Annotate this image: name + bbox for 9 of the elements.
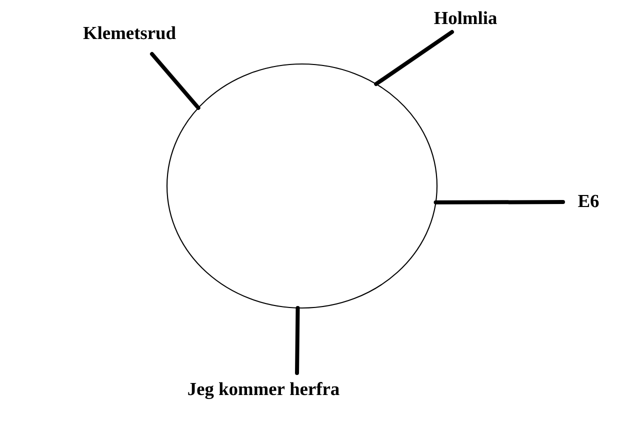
road-line: [150, 52, 200, 110]
place-label: Jeg kommer herfra: [188, 382, 340, 400]
road-line: [434, 200, 565, 204]
place-label: E6: [578, 194, 599, 208]
place-label: Klemetsrud: [83, 26, 176, 40]
place-label: Holmlia: [434, 11, 497, 24]
roundabout: [166, 63, 438, 309]
road-line: [374, 30, 454, 86]
road-line: [295, 306, 300, 375]
